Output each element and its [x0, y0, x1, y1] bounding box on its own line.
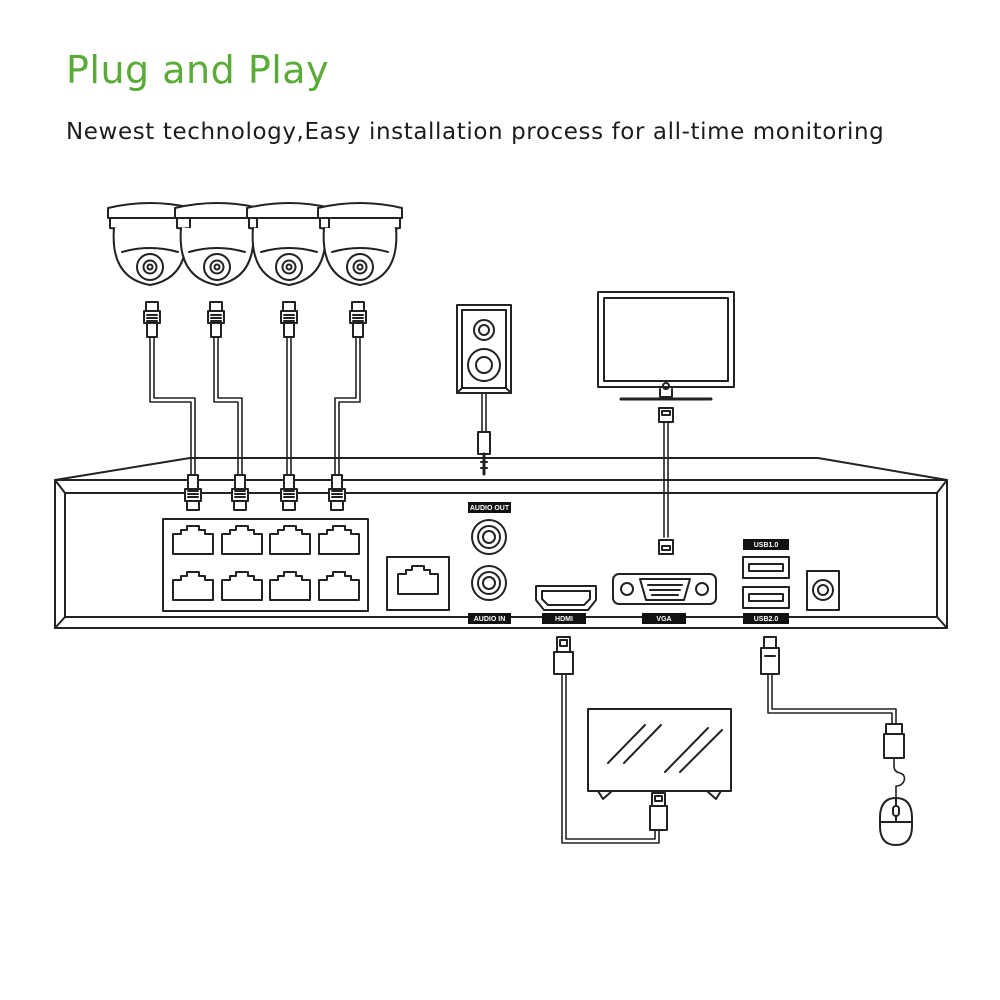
speaker — [456, 304, 512, 394]
poe-port-block — [162, 518, 369, 612]
hdmi-label: HDMI — [555, 616, 573, 623]
power-jack — [806, 570, 840, 611]
page-title: Plug and Play — [66, 48, 330, 92]
lan-port — [386, 556, 450, 611]
usb1-label: USB1.0 — [754, 542, 779, 549]
vga-label: VGA — [656, 616, 671, 623]
nvr-recorder: AUDIO OUT AUDIO IN HDMI VGA USB1.0 — [54, 457, 948, 629]
camera-rj45-plugs-top — [143, 301, 367, 338]
dome-camera-4 — [317, 202, 403, 286]
audio-in-label: AUDIO IN — [474, 616, 506, 623]
hdmi-port — [535, 585, 597, 611]
hdmi-tv — [587, 708, 732, 800]
audio-out-jack — [471, 519, 507, 555]
audio-in-jack — [471, 565, 507, 601]
usb2-label: USB2.0 — [754, 616, 779, 623]
audio-out-label: AUDIO OUT — [470, 505, 510, 512]
speaker-audio-cable — [477, 392, 491, 476]
page-subtitle: Newest technology,Easy installation proc… — [66, 119, 885, 145]
camera-network-cables — [149, 321, 361, 489]
vga-port — [612, 573, 717, 605]
vga-cable — [658, 407, 674, 555]
vga-monitor — [597, 291, 735, 401]
usb1-port — [742, 556, 790, 579]
usb-mouse — [879, 797, 913, 846]
usb2-port — [742, 586, 790, 609]
hdmi-cable — [553, 636, 668, 844]
usb-mouse-cable — [760, 636, 906, 799]
